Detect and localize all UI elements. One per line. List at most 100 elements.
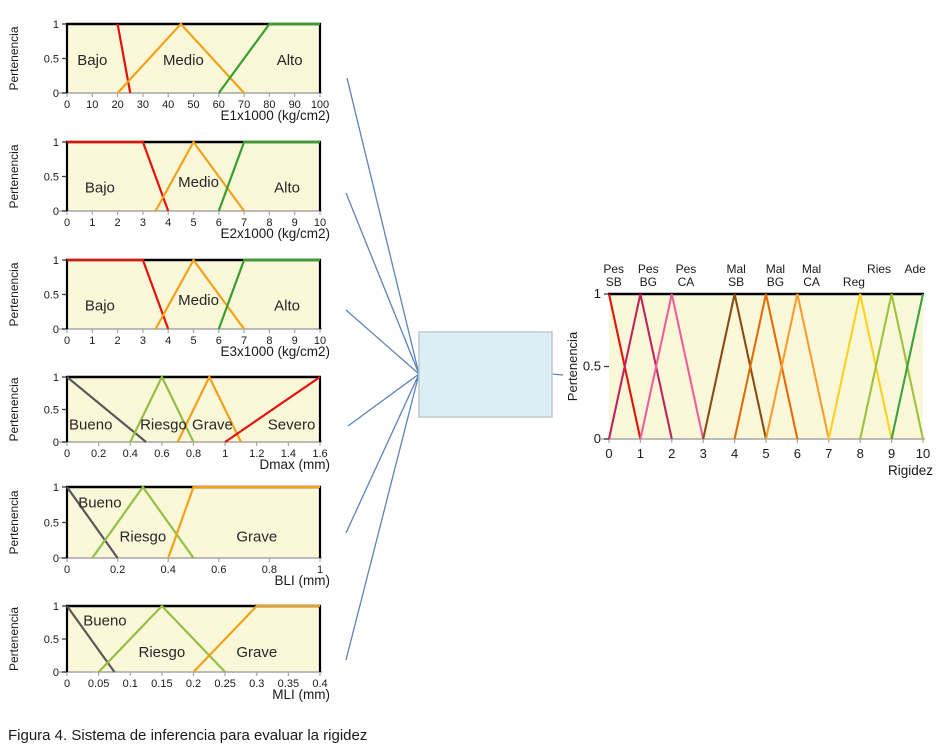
y-axis-title: Pertenencia (7, 377, 21, 441)
membership-line-ries (859, 293, 925, 440)
x-axis-title: MLI (mm) (272, 687, 330, 702)
membership-top-label: BG (640, 275, 657, 289)
x-tick-label: 0.8 (186, 448, 201, 460)
membership-top-label: Pes (638, 262, 659, 276)
x-axis-title: E1x1000 (kg/cm2) (220, 108, 330, 123)
x-tick-label: 10 (916, 446, 930, 461)
membership-top-label: CA (678, 275, 695, 289)
connector-line (345, 309, 420, 375)
membership-line-mal-sb (702, 293, 768, 440)
y-axis-title: Pertenencia (7, 607, 21, 671)
membership-line-grave (167, 485, 320, 559)
region-label: Bajo (85, 180, 115, 197)
x-tick-label: 0 (64, 335, 70, 347)
y-tick-label: 1 (53, 372, 59, 384)
x-tick-label: 0 (64, 99, 70, 111)
region-label: Riesgo (139, 644, 186, 661)
x-tick-label: 7 (241, 335, 247, 347)
x-tick-label: 0.8 (262, 564, 277, 576)
y-tick-label: 0.5 (44, 634, 59, 646)
x-tick-label: 5 (762, 446, 769, 461)
x-tick-label: 6 (216, 335, 222, 347)
connector-line (345, 373, 420, 661)
x-tick-label: 0.3 (249, 678, 264, 690)
x-tick-label: 0.6 (211, 564, 226, 576)
region-label: Medio (178, 292, 219, 309)
x-tick-label: 80 (263, 99, 275, 111)
membership-line-riesgo (97, 604, 226, 673)
region-label: Bueno (69, 416, 112, 433)
y-tick-label: 0.5 (44, 290, 59, 302)
y-axis-title: Pertenencia (7, 144, 21, 208)
membership-line-bueno (66, 376, 147, 443)
membership-top-label: Ries (867, 262, 891, 276)
x-tick-label: 2 (115, 335, 121, 347)
membership-top-label: Ade (904, 262, 926, 276)
x-tick-label: 0.4 (312, 678, 327, 690)
membership-line-reg (827, 293, 893, 440)
membership-line-alto (217, 258, 320, 330)
membership-line-pes-ca (639, 293, 705, 440)
x-tick-label: 0.35 (278, 678, 299, 690)
x-tick-label: 4 (731, 446, 738, 461)
plot-area (67, 260, 320, 329)
x-tick-label: 0.05 (88, 678, 109, 690)
x-tick-label: 0.15 (151, 678, 172, 690)
y-tick-label: 1 (594, 286, 601, 301)
region-label: Bueno (78, 495, 121, 512)
membership-line-mal-bg (733, 293, 799, 440)
x-tick-label: 0.4 (161, 564, 176, 576)
region-label: Riesgo (120, 529, 167, 546)
membership-top-label: Mal (766, 262, 785, 276)
membership-line-bueno (66, 605, 116, 673)
x-axis-title: E3x1000 (kg/cm2) (220, 344, 330, 359)
plot-area (609, 294, 923, 439)
region-label: Bajo (77, 52, 107, 69)
x-tick-label: 7 (825, 446, 832, 461)
x-tick-label: 10 (86, 99, 98, 111)
membership-line-pes-bg (607, 293, 673, 440)
x-tick-label: 6 (216, 217, 222, 229)
x-axis-title: E2x1000 (kg/cm2) (220, 226, 330, 241)
x-tick-label: 0 (64, 217, 70, 229)
membership-line-grave (176, 374, 242, 443)
x-tick-label: 100 (311, 99, 329, 111)
x-tick-label: 7 (241, 217, 247, 229)
x-tick-label: 40 (162, 99, 174, 111)
connector-group (345, 77, 564, 661)
x-axis-title: Rigidez (888, 463, 933, 478)
membership-line-bueno (66, 486, 119, 559)
x-tick-label: 0 (64, 564, 70, 576)
membership-line-medio (116, 22, 245, 94)
x-tick-label: 8 (266, 335, 272, 347)
x-tick-label: 9 (292, 335, 298, 347)
region-label: Riesgo (140, 416, 187, 433)
y-axis-title: Pertenencia (7, 490, 21, 554)
connector-line (346, 77, 420, 375)
membership-line-bajo (67, 140, 170, 212)
membership-line-alto (217, 140, 320, 212)
x-tick-label: 8 (857, 446, 864, 461)
x-tick-label: 4 (165, 335, 171, 347)
region-label: Bueno (83, 613, 126, 630)
x-tick-label: 30 (137, 99, 149, 111)
x-tick-label: 90 (289, 99, 301, 111)
x-tick-label: 5 (190, 217, 196, 229)
membership-top-label: Reg (843, 275, 865, 289)
x-tick-label: 50 (187, 99, 199, 111)
y-tick-label: 0 (53, 667, 59, 679)
y-axis-title: Pertenencia (7, 26, 21, 90)
y-tick-label: 0.5 (44, 405, 59, 417)
y-tick-label: 0 (53, 88, 59, 100)
x-tick-label: 0.2 (186, 678, 201, 690)
x-tick-label: 1.2 (249, 448, 264, 460)
membership-top-label: Pes (603, 262, 624, 276)
connector-line (347, 373, 420, 427)
membership-line-alto (217, 22, 320, 94)
y-axis-title: Pertenencia (565, 331, 580, 401)
plot-area (67, 24, 320, 93)
x-tick-label: 4 (165, 217, 171, 229)
